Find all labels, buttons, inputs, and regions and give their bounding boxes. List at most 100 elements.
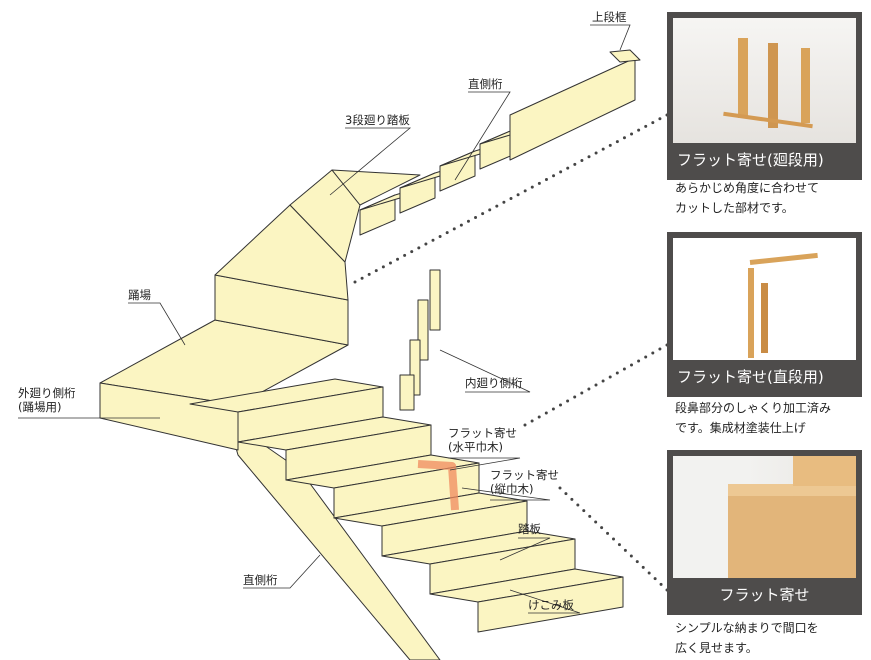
desc-line: 広く見せます。 (675, 641, 758, 655)
dotted-connector (576, 503, 580, 507)
dotted-connector (644, 124, 648, 128)
dotted-connector (566, 166, 570, 170)
dotted-connector (608, 143, 612, 147)
dotted-connector (615, 140, 619, 144)
inner-stringer-piece (399, 374, 415, 411)
dotted-connector (600, 526, 604, 530)
panel-desc: あらかじめ角度に合わせてカットした部材です。 (675, 178, 819, 218)
dotted-connector (459, 223, 463, 227)
dotted-connector (653, 577, 657, 581)
dotted-connector (582, 509, 586, 513)
dotted-connector (410, 250, 414, 254)
leader-line (448, 457, 521, 471)
dotted-connector (629, 554, 633, 558)
dotted-connector (580, 391, 584, 395)
dotted-connector (608, 375, 612, 379)
dotted-connector (523, 423, 527, 427)
desc-line: カットした部材です。 (675, 201, 794, 215)
dotted-connector (537, 415, 541, 419)
leader-line (439, 349, 531, 393)
label-winder-treads: 3段廻り踏板 (345, 113, 410, 127)
dotted-connector (630, 363, 633, 367)
desc-line: 段鼻部分のしゃくり加工済み (675, 401, 832, 415)
dotted-connector (622, 136, 626, 140)
dotted-connector (630, 132, 634, 136)
dotted-connector (552, 174, 556, 178)
dotted-connector (466, 219, 470, 223)
dotted-connector (641, 565, 645, 569)
desc-line: シンプルな納まりで間口を (675, 621, 819, 635)
label-straight-stringer-bottom: 直側桁 (243, 573, 278, 587)
dotted-connector (570, 497, 574, 501)
dotted-connector (658, 117, 662, 121)
dotted-connector (417, 246, 421, 250)
outer-stringer (99, 382, 239, 451)
dotted-connector (651, 121, 655, 125)
panel-straight-flat: フラット寄せ(直段用) (667, 232, 862, 397)
leader-line (329, 127, 412, 196)
dotted-connector (601, 147, 605, 151)
panel-winder-flat: フラット寄せ(廻段用) (667, 12, 862, 180)
label-tread: 踏板 (518, 522, 541, 536)
dotted-connector (516, 193, 520, 197)
dotted-connector (559, 170, 563, 174)
leader-line (128, 302, 186, 346)
panel-desc: 段鼻部分のしゃくり加工済みです。集成材塗装仕上げ (675, 398, 831, 438)
dotted-connector (559, 403, 562, 407)
dotted-connector (580, 159, 584, 163)
label-riser: けこみ板 (528, 598, 574, 612)
dotted-connector (438, 234, 442, 238)
dotted-connector (612, 537, 615, 541)
dotted-connector (637, 359, 641, 363)
dotted-connector (594, 383, 598, 387)
dotted-connector (651, 351, 655, 355)
panel-caption: フラット寄せ (719, 586, 810, 604)
dotted-connector (573, 395, 577, 399)
panel-flat: フラット寄せ (667, 450, 862, 615)
dotted-connector (367, 272, 371, 276)
dotted-connector (623, 548, 627, 552)
label-outer-stringer: 外廻り側桁(踊場用) (18, 386, 76, 414)
dotted-connector (353, 280, 357, 284)
panel-caption: フラット寄せ(直段用) (677, 368, 824, 386)
dotted-connector (544, 178, 548, 182)
label-inner-stringer: 内廻り側桁 (465, 376, 523, 390)
dotted-connector (523, 189, 527, 193)
dotted-connector (637, 128, 641, 132)
panel-desc: シンプルな納まりで間口を広く見せます。 (675, 618, 819, 658)
dotted-connector (481, 212, 485, 216)
dotted-connector (594, 151, 598, 155)
label-flat-horizontal-line2: (水平巾木) (448, 440, 503, 454)
leader-line (461, 487, 551, 501)
dotted-connector (647, 571, 651, 575)
dotted-connector (530, 185, 534, 189)
dotted-connector (573, 162, 577, 166)
dotted-connector (509, 197, 513, 200)
dotted-connector (658, 347, 662, 351)
dotted-connector (587, 155, 591, 159)
leader-line (454, 91, 511, 181)
dotted-connector (601, 379, 605, 383)
label-outer-stringer-line2: (踊場用) (18, 400, 62, 414)
riser (477, 576, 624, 633)
photo-winder-parts (673, 18, 856, 143)
winder-tread (331, 169, 421, 206)
leader-line (590, 24, 631, 51)
dotted-connector (617, 543, 621, 547)
dotted-connector (530, 419, 534, 423)
dotted-connector (551, 407, 555, 411)
dotted-connector (452, 227, 456, 231)
dotted-connector (566, 399, 570, 403)
photo-flat-install (673, 456, 856, 578)
dotted-connector (644, 355, 648, 359)
dotted-connector (537, 181, 541, 185)
dotted-connector (587, 387, 591, 391)
dotted-connector (558, 486, 562, 490)
label-top-frame: 上段框 (592, 10, 627, 24)
photo-straight-parts (673, 238, 856, 360)
flat-skirting-highlight (417, 460, 459, 511)
label-flat-vertical-line2: (縦巾木) (490, 482, 534, 496)
leader-line (509, 589, 581, 614)
